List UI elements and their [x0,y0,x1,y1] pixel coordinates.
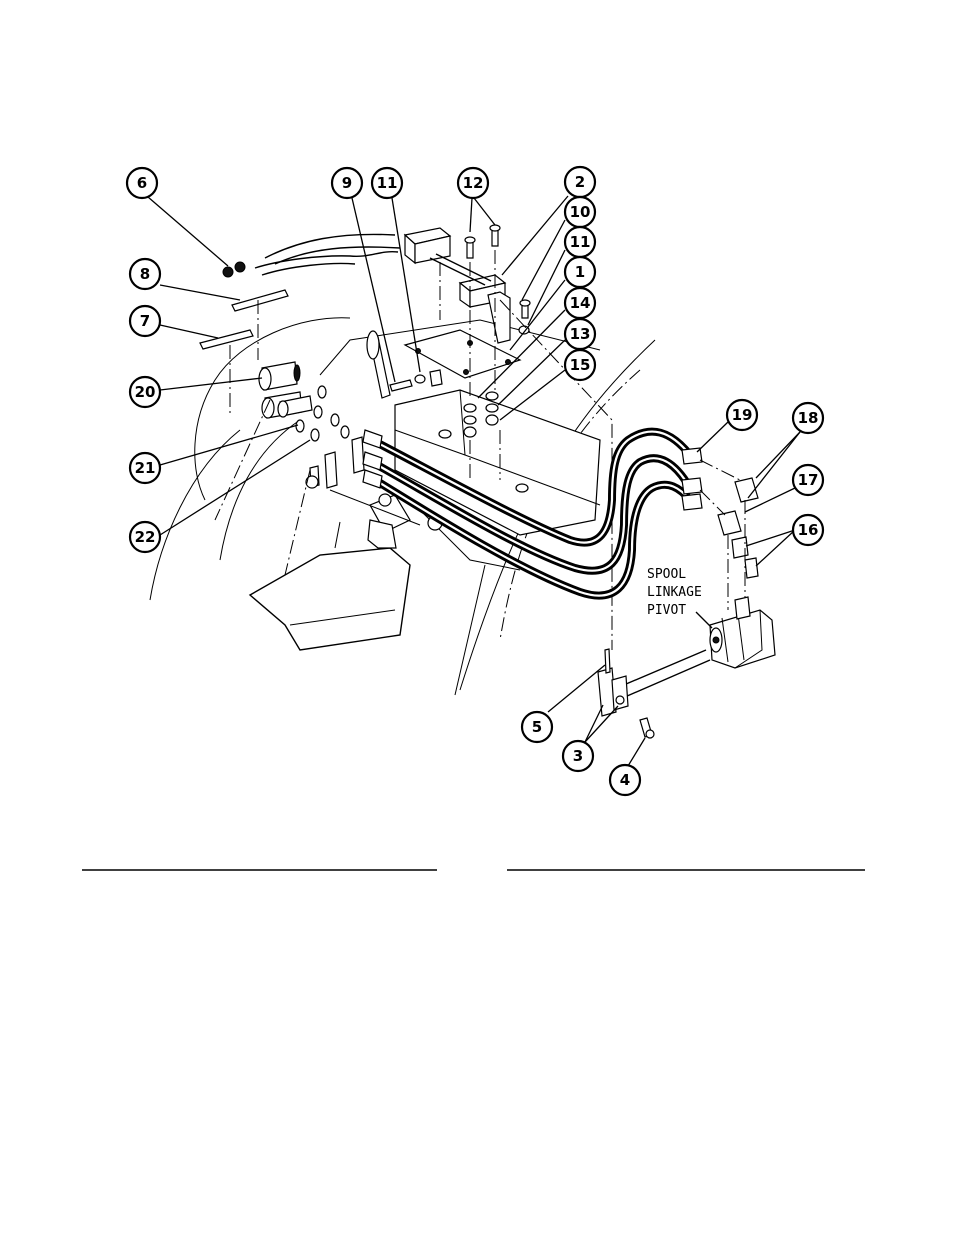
left-fittings [200,262,364,575]
callout-5: 5 [522,712,552,742]
callout-17: 17 [793,465,823,495]
svg-text:7: 7 [140,312,150,330]
svg-text:21: 21 [135,459,156,477]
callout-8: 8 [130,259,160,289]
callout-7: 7 [130,306,160,336]
spool-label-line3: PIVOT [647,603,686,618]
callout-4: 4 [610,765,640,795]
svg-text:10: 10 [570,203,591,221]
spool-label-line1: SPOOL [647,567,686,582]
svg-text:8: 8 [140,265,150,283]
callout-15: 15 [565,350,595,380]
svg-text:4: 4 [620,771,630,789]
callout-11-top: 11 [372,168,402,198]
callout-10: 10 [565,197,595,227]
spool-label-line2: LINKAGE [647,585,702,600]
svg-text:6: 6 [137,174,147,192]
callout-16: 16 [793,515,823,545]
callout-2: 2 [565,167,595,197]
svg-text:14: 14 [570,294,591,312]
callout-12: 12 [458,168,488,198]
callout-13: 13 [565,319,595,349]
callout-6: 6 [127,168,157,198]
svg-text:11: 11 [570,233,591,251]
svg-text:13: 13 [570,325,591,343]
svg-text:3: 3 [573,747,583,765]
svg-text:1: 1 [575,263,585,281]
svg-text:18: 18 [798,409,819,427]
svg-text:19: 19 [732,406,753,424]
svg-text:22: 22 [135,528,156,546]
spool-linkage-pivot-label: SPOOL LINKAGE PIVOT [647,567,702,618]
callout-21: 21 [130,453,160,483]
callout-19: 19 [727,400,757,430]
callout-14: 14 [565,288,595,318]
svg-text:17: 17 [798,471,819,489]
svg-text:16: 16 [798,521,819,539]
svg-text:5: 5 [532,718,542,736]
svg-text:12: 12 [463,174,484,192]
svg-text:15: 15 [570,356,591,374]
callout-9: 9 [332,168,362,198]
svg-text:9: 9 [342,174,352,192]
callout-11-right: 11 [565,227,595,257]
callout-20: 20 [130,377,160,407]
callout-1: 1 [565,257,595,287]
callout-3: 3 [563,741,593,771]
svg-text:11: 11 [377,174,398,192]
callout-18: 18 [793,403,823,433]
svg-text:2: 2 [575,173,585,191]
callout-22: 22 [130,522,160,552]
svg-text:20: 20 [135,383,156,401]
